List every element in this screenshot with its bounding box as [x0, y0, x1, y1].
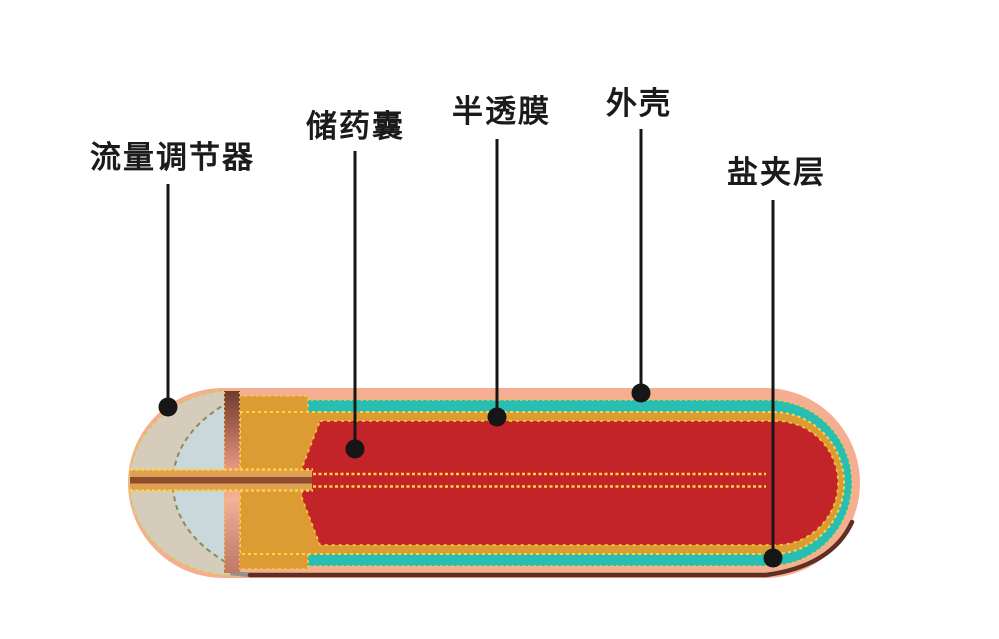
pointer-dot-drug-reservoir: [345, 439, 365, 459]
pointer-dot-membrane: [487, 407, 507, 427]
drug-reservoir-shape: [301, 420, 839, 546]
label-drug-reservoir: 储药囊: [306, 109, 405, 144]
pointer-dot-outer-shell: [631, 383, 651, 403]
bottom-rim-shadow-dark: [247, 519, 855, 578]
delivery-tube-core-dark: [130, 477, 312, 484]
label-flow-regulator: 流量调节器: [90, 140, 255, 175]
pointer-dots: [158, 383, 783, 568]
pointer-group: [166, 129, 775, 556]
label-salt-layer: 盐夹层: [727, 155, 826, 190]
delivery-tube-core-upper: [130, 470, 312, 477]
pointer-dot-flow-regulator: [158, 397, 178, 417]
pointer-dot-salt-layer: [763, 548, 783, 568]
delivery-tube-core-lower: [130, 483, 312, 491]
flow-regulator-cap-outline: [128, 389, 231, 577]
label-outer-shell: 外壳: [606, 86, 672, 121]
label-semipermeable-membrane: 半透膜: [452, 94, 551, 129]
